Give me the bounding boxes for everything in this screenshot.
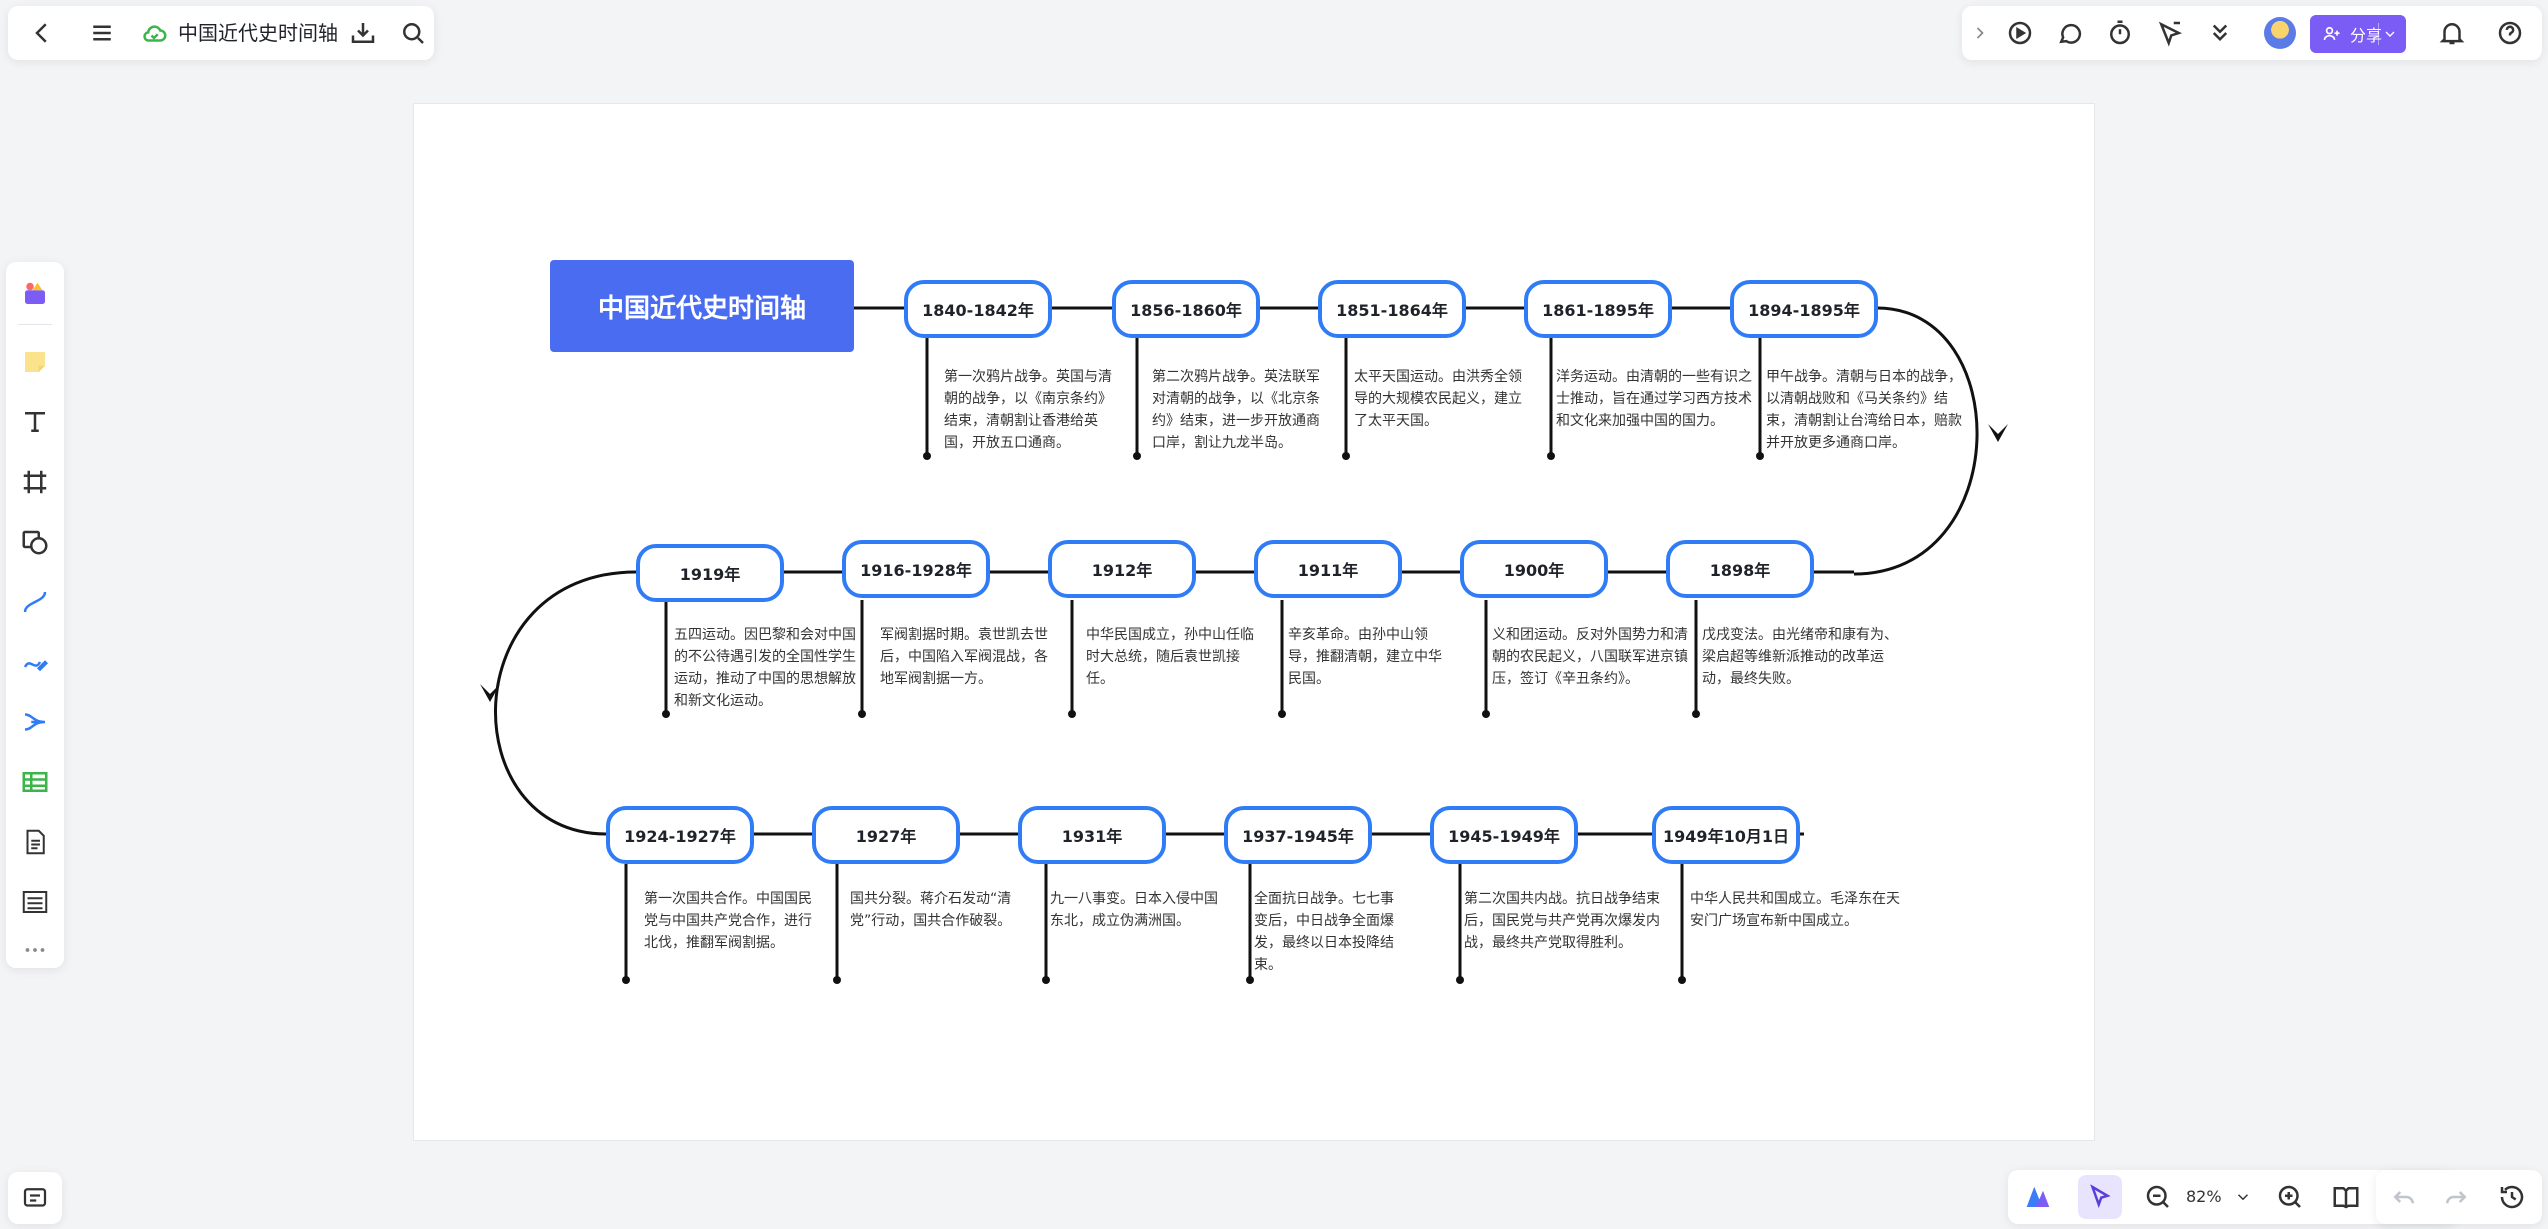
history-icon[interactable]	[2488, 1173, 2536, 1221]
event-description[interactable]: 军阀割据时期。袁世凯去世后，中国陷入军阀混战，各地军阀割据一方。	[880, 627, 1048, 687]
expand-icon[interactable]	[1962, 9, 1998, 57]
search-icon[interactable]	[389, 9, 437, 57]
timeline-connectors	[480, 306, 2008, 984]
undo-icon[interactable]	[2380, 1173, 2428, 1221]
timeline-node[interactable]: 1898年	[1666, 540, 1814, 598]
history-toolbar	[2376, 1170, 2542, 1224]
cloud-saved-icon	[130, 9, 178, 57]
frame-icon[interactable]	[11, 458, 59, 506]
timeline-node[interactable]: 1911年	[1254, 540, 1402, 598]
download-icon[interactable]	[339, 9, 387, 57]
timeline-node[interactable]: 1856-1860年	[1112, 280, 1260, 338]
event-description[interactable]: 太平天国运动。由洪秀全领导的大规模农民起义，建立了太平天国。	[1354, 369, 1522, 429]
back-icon[interactable]	[18, 9, 66, 57]
event-description[interactable]: 戊戌变法。由光绪帝和康有为、梁启超等维新派推动的改革运动，最终失败。	[1702, 627, 1898, 687]
add-user-icon	[2323, 26, 2340, 40]
event-description[interactable]: 义和团运动。反对外国势力和清朝的农民起义，八国联军进京镇压，签订《辛丑条约》。	[1492, 627, 1688, 687]
event-description[interactable]: 九一八事变。日本入侵中国东北，成立伪满洲国。	[1050, 891, 1218, 929]
left-toolbar	[6, 262, 64, 968]
book-icon[interactable]	[2322, 1173, 2370, 1221]
event-description[interactable]: 五四运动。因巴黎和会对中国的不公待遇引发的全国性学生运动，推动了中国的思想解放和…	[674, 627, 856, 709]
sticky-note-icon[interactable]	[11, 338, 59, 386]
timeline-node[interactable]: 1900年	[1460, 540, 1608, 598]
timeline-node[interactable]: 1931年	[1018, 806, 1166, 864]
mindmap-icon[interactable]	[11, 698, 59, 746]
timeline-node[interactable]: 1912年	[1048, 540, 1196, 598]
timer-icon[interactable]	[2096, 9, 2144, 57]
timeline-node[interactable]: 1919年	[636, 544, 784, 602]
timeline-node[interactable]: 1945-1949年	[1430, 806, 1578, 864]
shape-icon[interactable]	[11, 518, 59, 566]
share-button[interactable]: 分享	[2310, 15, 2406, 53]
timeline-node[interactable]: 1840-1842年	[904, 280, 1052, 338]
help-icon[interactable]	[2486, 9, 2534, 57]
event-description[interactable]: 第二次国共内战。抗日战争结束后，国民党与共产党再次爆发内战，最终共产党取得胜利。	[1464, 891, 1660, 951]
select-tool-icon[interactable]	[2078, 1175, 2122, 1219]
top-left-toolbar: 中国近代史时间轴	[8, 6, 434, 60]
timeline-node[interactable]: 1924-1927年	[606, 806, 754, 864]
chevron-down-icon[interactable]	[2228, 1173, 2258, 1221]
event-description[interactable]: 洋务运动。由清朝的一些有识之士推动，旨在通过学习西方技术和文化来加强中国的国力。	[1556, 369, 1752, 429]
pen-icon[interactable]	[11, 638, 59, 686]
event-description[interactable]: 全面抗日战争。七七事变后，中日战争全面爆发，最终以日本投降结束。	[1254, 891, 1394, 973]
event-description[interactable]: 辛亥革命。由孙中山领导，推翻清朝，建立中华民国。	[1288, 627, 1442, 687]
top-right-toolbar: 分享	[1962, 6, 2542, 60]
text-icon[interactable]	[11, 398, 59, 446]
redo-icon[interactable]	[2432, 1173, 2480, 1221]
share-label: 分享	[2350, 26, 2383, 45]
timeline-node[interactable]: 1851-1864年	[1318, 280, 1466, 338]
timeline-node[interactable]: 1916-1928年	[842, 540, 990, 598]
ai-icon[interactable]	[2014, 1173, 2062, 1221]
doc-icon[interactable]	[11, 818, 59, 866]
event-description[interactable]: 第二次鸦片战争。英法联军对清朝的战争，以《北京条约》结束，进一步开放通商口岸，割…	[1152, 369, 1320, 451]
event-description[interactable]: 甲午战争。清朝与日本的战争，以清朝战败和《马关条约》结束，清朝割让台湾给日本，赔…	[1766, 369, 1962, 451]
document-title[interactable]: 中国近代史时间轴	[178, 21, 338, 45]
more-icon[interactable]	[11, 926, 59, 974]
timeline-node[interactable]: 1937-1945年	[1224, 806, 1372, 864]
bottom-left-toolbar	[8, 1172, 62, 1224]
zoom-level[interactable]: 82%	[2186, 1187, 2222, 1206]
list-icon[interactable]	[11, 878, 59, 926]
event-description[interactable]: 第一次鸦片战争。英国与清朝的战争，以《南京条约》结束，清朝割让香港给英国，开放五…	[944, 369, 1112, 451]
cursor-follow-icon[interactable]	[2146, 9, 2194, 57]
avatar[interactable]	[2264, 17, 2296, 49]
zoom-out-icon[interactable]	[2134, 1173, 2182, 1221]
timeline-node[interactable]: 1949年10月1日	[1652, 806, 1800, 864]
event-description[interactable]: 中华民国成立，孙中山任临时大总统，随后袁世凯接任。	[1086, 627, 1254, 687]
event-description[interactable]: 中华人民共和国成立。毛泽东在天安门广场宣布新中国成立。	[1690, 891, 1900, 929]
bell-icon[interactable]	[2428, 9, 2476, 57]
chevron-down-icon[interactable]	[2382, 26, 2398, 42]
connector-icon[interactable]	[11, 578, 59, 626]
timeline-node[interactable]: 1927年	[812, 806, 960, 864]
timeline-title[interactable]: 中国近代史时间轴	[550, 260, 854, 352]
more-icon[interactable]	[2196, 9, 2244, 57]
table-icon[interactable]	[11, 758, 59, 806]
event-description[interactable]: 第一次国共合作。中国国民党与中国共产党合作，进行北伐，推翻军阀割据。	[644, 891, 812, 951]
canvas-board[interactable]: 中国近代史时间轴 1840-1842年 1856-1860年 1851-1864…	[414, 104, 2094, 1140]
present-icon[interactable]	[1996, 9, 2044, 57]
timeline-node[interactable]: 1894-1895年	[1730, 280, 1878, 338]
timeline-node[interactable]: 1861-1895年	[1524, 280, 1672, 338]
event-description[interactable]: 国共分裂。蒋介石发动“清党”行动，国共合作破裂。	[850, 891, 1012, 929]
menu-icon[interactable]	[78, 9, 126, 57]
comment-icon[interactable]	[2046, 9, 2094, 57]
zoom-in-icon[interactable]	[2266, 1173, 2314, 1221]
template-icon[interactable]	[11, 270, 59, 318]
minimap-icon[interactable]	[11, 1174, 59, 1222]
